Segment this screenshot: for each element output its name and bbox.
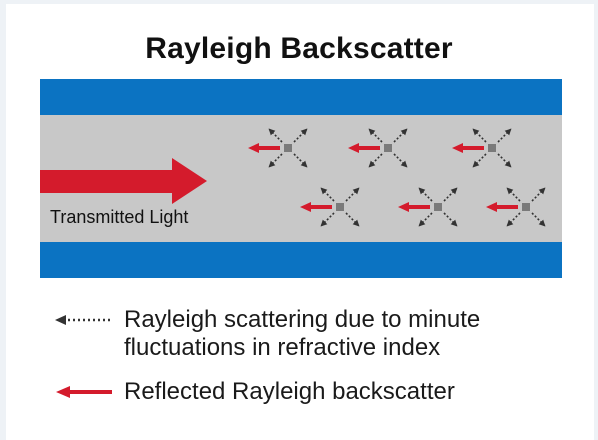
particle — [384, 144, 392, 152]
backscatter-arrow-head — [300, 202, 311, 212]
scatter-ray — [418, 212, 433, 227]
particle — [434, 203, 442, 211]
transmitted-light-label: Transmitted Light — [50, 207, 188, 227]
backscatter-arrow-head — [248, 143, 259, 153]
scatter-ray — [345, 187, 360, 202]
lower-cladding — [40, 242, 562, 278]
scatter-ray — [443, 212, 458, 227]
backscatter-arrow-head — [348, 143, 359, 153]
particle — [522, 203, 530, 211]
scatter-point — [248, 128, 308, 168]
scatter-point — [300, 187, 360, 227]
scatter-point — [486, 187, 546, 227]
scatter-ray — [393, 153, 408, 168]
scatter-ray — [268, 153, 283, 168]
dotted-arrow-icon — [55, 315, 110, 325]
legend-backscatter-text: Reflected Rayleigh backscatter — [124, 378, 455, 405]
scatter-ray — [497, 128, 512, 143]
particle — [336, 203, 344, 211]
upper-cladding — [40, 79, 562, 115]
particle — [488, 144, 496, 152]
scatter-ray — [531, 187, 546, 202]
scatter-ray — [418, 187, 433, 202]
scatter-point — [452, 128, 512, 168]
scatter-ray — [443, 187, 458, 202]
scatter-ray — [531, 212, 546, 227]
scatter-layer — [248, 128, 546, 227]
backscatter-arrow-head — [398, 202, 409, 212]
diagram-title: Rayleigh Backscatter — [145, 32, 453, 65]
scatter-ray — [368, 128, 383, 143]
backscatter-arrow-head — [452, 143, 463, 153]
scatter-point — [398, 187, 458, 227]
scatter-ray — [472, 153, 487, 168]
scatter-ray — [497, 153, 512, 168]
scatter-ray — [320, 212, 335, 227]
scatter-ray — [368, 153, 383, 168]
transmitted-light-arrow — [40, 158, 207, 204]
red-arrow-icon — [56, 386, 112, 398]
backscatter-arrow-head — [486, 202, 497, 212]
scatter-point — [348, 128, 408, 168]
scatter-ray — [506, 187, 521, 202]
particle — [284, 144, 292, 152]
scatter-ray — [506, 212, 521, 227]
legend-scattering-line-1: Rayleigh scattering due to minute — [124, 306, 481, 333]
scatter-ray — [293, 128, 308, 143]
legend-scattering-line-2: fluctuations in refractive index — [124, 334, 441, 361]
scatter-ray — [320, 187, 335, 202]
scatter-ray — [393, 128, 408, 143]
scatter-ray — [472, 128, 487, 143]
scatter-ray — [293, 153, 308, 168]
scatter-ray — [345, 212, 360, 227]
scatter-ray — [268, 128, 283, 143]
